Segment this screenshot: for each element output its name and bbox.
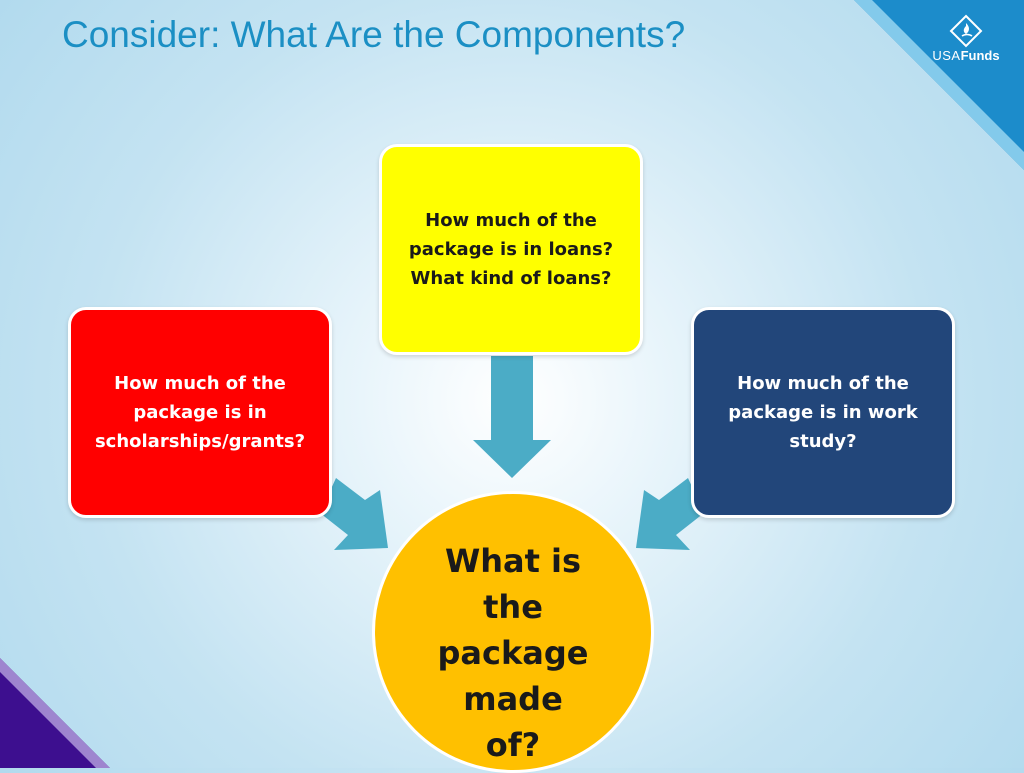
usafunds-logo: USAFunds xyxy=(926,14,1006,76)
flame-diamond-icon xyxy=(949,14,983,48)
slide-title: Consider: What Are the Components? xyxy=(62,14,686,55)
loans-box: How much of the package is in loans? Wha… xyxy=(379,144,643,355)
work-study-box: How much of the package is in work study… xyxy=(691,307,955,518)
arrow-right-to-center xyxy=(636,478,704,550)
arrow-left-to-center xyxy=(320,478,388,550)
logo-wordmark: USAFunds xyxy=(926,48,1006,64)
package-circle: What is the package made of? xyxy=(372,491,654,773)
logo-usa-text: USA xyxy=(932,48,961,63)
corner-decoration-bottom-left xyxy=(0,658,110,768)
corner-decoration-top-right xyxy=(854,0,1024,170)
logo-funds-text: Funds xyxy=(960,48,1000,63)
arrow-top-to-center xyxy=(473,356,551,478)
scholarships-grants-box: How much of the package is in scholarshi… xyxy=(68,307,332,518)
